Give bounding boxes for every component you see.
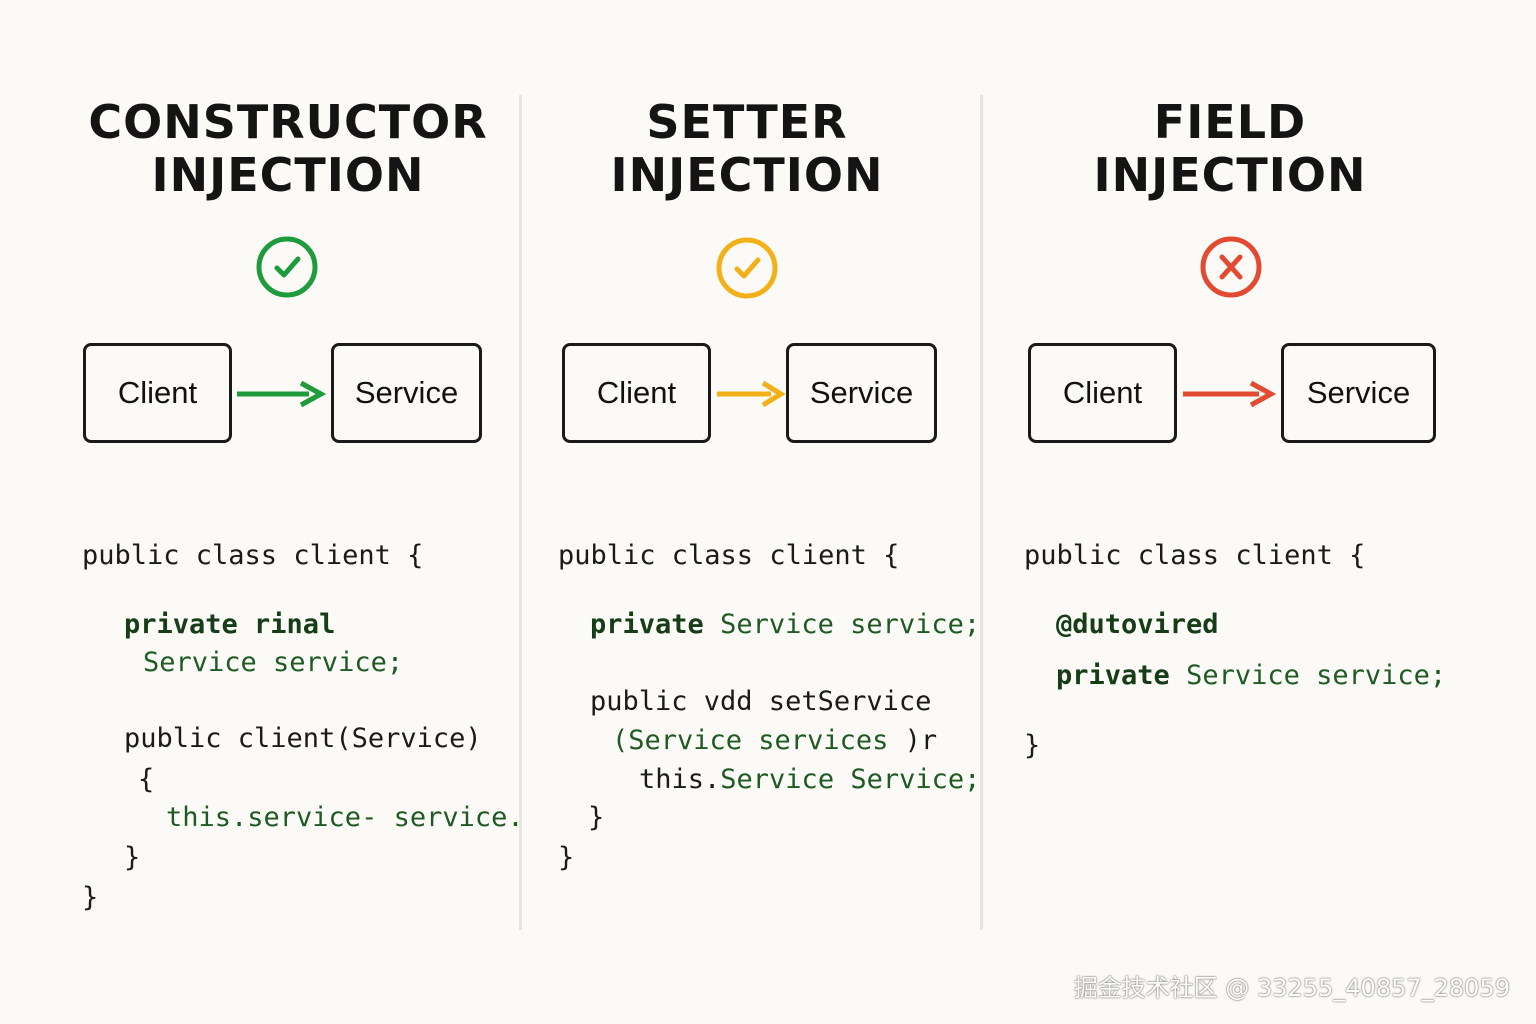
service-box: Service <box>331 343 482 443</box>
field-code-line: public class client { <box>1024 540 1366 571</box>
field-code-line: @dutovired <box>1056 609 1219 640</box>
setter-code-line: public vdd setService <box>590 686 932 717</box>
constructor-code-line: { <box>138 764 155 795</box>
code-token: private <box>590 609 704 640</box>
arrow-right-icon <box>717 380 786 408</box>
check-icon <box>256 236 318 298</box>
field-code-line: } <box>1024 730 1041 761</box>
client-box: Client <box>83 343 232 443</box>
check-icon <box>716 237 778 299</box>
constructor-code-line: Service service; <box>143 647 404 678</box>
client-box: Client <box>562 343 711 443</box>
service-box: Service <box>1281 343 1436 443</box>
constructor-code-line: } <box>82 882 99 913</box>
constructor-code-line: public class client { <box>82 540 424 571</box>
column-divider-left <box>519 95 522 930</box>
constructor-code-line: private rinal <box>124 609 336 640</box>
code-token: )r <box>904 725 938 756</box>
client-box: Client <box>1028 343 1177 443</box>
arrow-right-icon <box>1183 380 1277 408</box>
code-token: Service service; <box>720 609 981 640</box>
field-injection-title: FIELD INJECTION <box>1093 95 1367 202</box>
setter-code-line: public class client { <box>558 540 900 571</box>
code-token: Service Service; <box>720 764 981 795</box>
setter-injection-title: SETTER INJECTION <box>610 95 884 202</box>
watermark: 掘金技术社区 @ 33255_40857_28059 <box>1073 974 1510 1002</box>
code-token: private <box>1056 660 1170 691</box>
code-token: (Service services <box>612 725 889 756</box>
setter-code-line: } <box>588 802 605 833</box>
code-token: this. <box>639 764 721 795</box>
constructor-code-line: } <box>124 842 141 873</box>
constructor-injection-title: CONSTRUCTOR INJECTION <box>88 95 488 202</box>
code-token: Service service; <box>1186 660 1447 691</box>
setter-code-line: } <box>558 842 575 873</box>
field-code-line: private Service service; <box>1056 662 1446 689</box>
x-icon <box>1200 236 1262 298</box>
code-token: - service. <box>361 802 524 833</box>
constructor-code-line: this.service- service. <box>166 804 524 831</box>
code-token: this.service <box>166 802 362 833</box>
setter-code-line: this.Service Service; <box>639 766 980 793</box>
constructor-code-line: public client(Service) <box>124 723 482 754</box>
arrow-right-icon <box>237 380 327 408</box>
setter-code-line: (Service services )r <box>612 727 937 754</box>
column-divider-right <box>980 95 983 930</box>
service-box: Service <box>786 343 937 443</box>
setter-code-line: private Service service; <box>590 611 980 638</box>
